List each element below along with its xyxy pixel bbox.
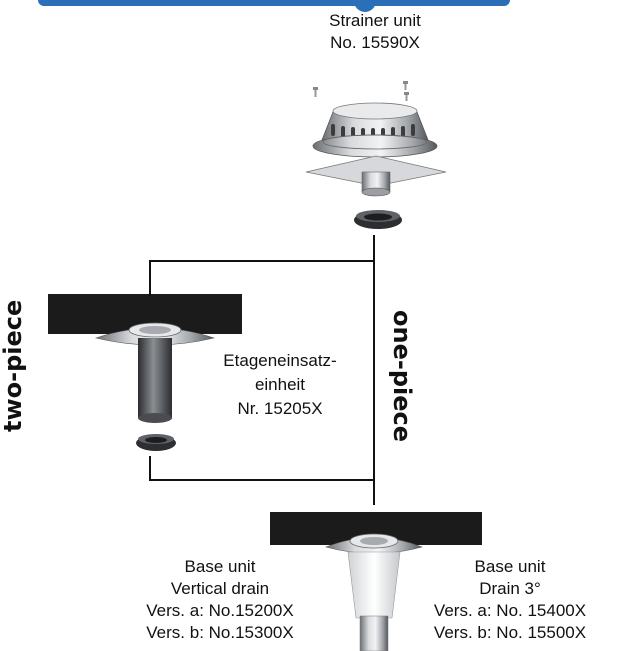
base-3deg-version-b: Vers. b: No. 15500X (433, 623, 587, 642)
strainer-number: No. 15590X (330, 33, 420, 52)
etage-number: Nr. 15205X (237, 399, 323, 418)
strainer-unit-illustration (305, 81, 447, 197)
base-3deg-label: Base unit Drain 3° Vers. a: No. 15400X V… (405, 556, 615, 644)
base-3deg-title: Base unit (474, 557, 546, 576)
base-vertical-type: Vertical drain (170, 579, 270, 598)
screw-icon (313, 81, 409, 101)
etage-label: Etageneinsatz- einheit Nr. 15205X (195, 349, 365, 421)
etage-insert-illustration (48, 294, 242, 423)
etage-line2: einheit (254, 375, 306, 394)
base-3deg-version-a: Vers. a: No. 15400X (433, 601, 587, 620)
one-piece-label: one-piece (388, 310, 416, 442)
ring-seal-icon (136, 434, 176, 451)
base-vertical-title: Base unit (184, 557, 256, 576)
base-unit-illustration (270, 512, 482, 651)
base-vertical-version-b: Vers. b: No.15300X (146, 623, 294, 642)
connector-vertical-main (373, 235, 375, 505)
base-vertical-label: Base unit Vertical drain Vers. a: No.152… (120, 556, 320, 644)
etage-line1: Etageneinsatz- (223, 351, 337, 370)
two-piece-label: two-piece (0, 299, 27, 432)
ring-seal-icon (354, 210, 402, 229)
base-3deg-type: Drain 3° (479, 579, 541, 598)
connector-left-top-stub (149, 260, 151, 296)
strainer-title: Strainer unit (329, 11, 421, 30)
connector-top-horizontal (149, 260, 375, 262)
banner-knob (354, 0, 376, 12)
base-vertical-version-a: Vers. a: No.15200X (146, 601, 294, 620)
strainer-label: Strainer unit No. 15590X (290, 10, 460, 54)
connector-bottom-horizontal (149, 479, 375, 481)
top-banner (38, 0, 510, 6)
connector-left-bottom-stub (149, 456, 151, 480)
